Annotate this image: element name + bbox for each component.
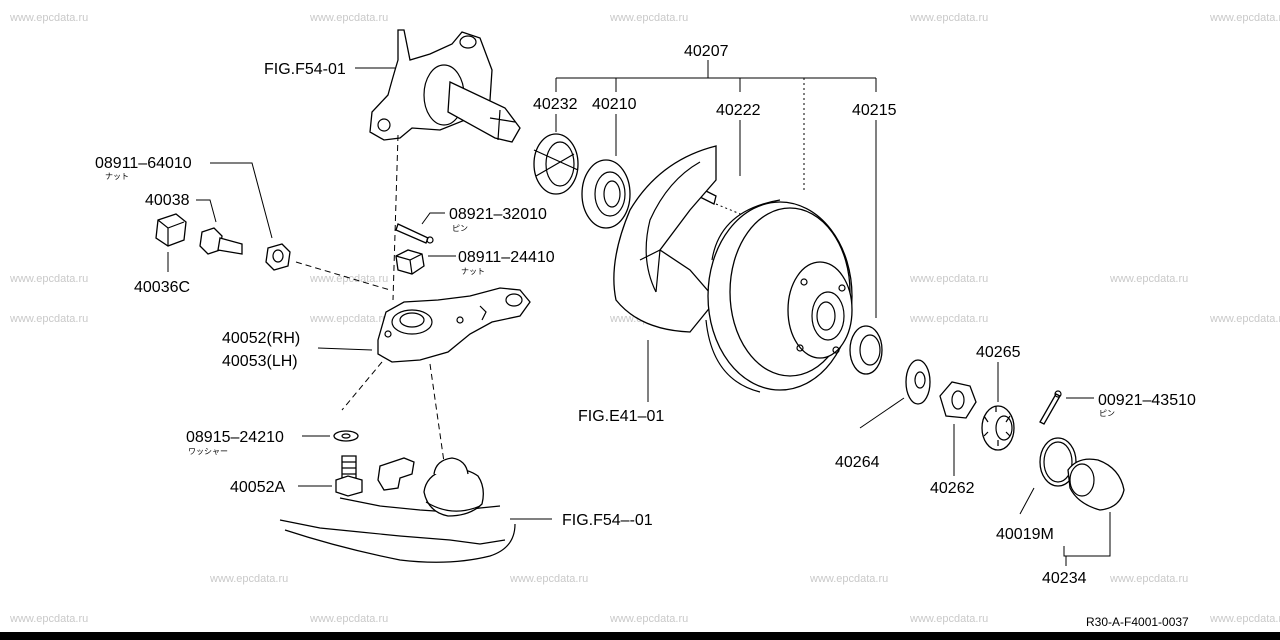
watermark: www.epcdata.ru: [9, 273, 88, 285]
part-40053lh-label: 40053(LH): [222, 353, 298, 370]
nut-64010: [265, 243, 291, 271]
watermark: www.epcdata.ru: [1109, 273, 1188, 285]
watermark: www.epcdata.ru: [1209, 313, 1280, 325]
leader-line: [421, 212, 445, 225]
part-40036c-label: 40036C: [134, 279, 190, 296]
leader-line: [1019, 487, 1035, 515]
nut-cap-40265: [981, 405, 1015, 451]
part-40232-label: 40232: [533, 96, 578, 113]
steering-knuckle: [369, 29, 521, 301]
part-40265-label: 40265: [976, 344, 1021, 361]
watermark: www.epcdata.ru: [9, 12, 88, 24]
part-00921-43510-label: 00921–43510: [1098, 392, 1196, 409]
assembly-line: [295, 261, 391, 291]
part-08915-24210-label: 08915–24210: [186, 429, 284, 446]
watermark: www.epcdata.ru: [909, 313, 988, 325]
nut-24410: [395, 249, 425, 275]
part-40222-label: 40222: [716, 102, 761, 119]
leader-line: [196, 199, 217, 223]
fig-f54-top-label: FIG.F54-01: [264, 61, 346, 78]
watermark: www.epcdata.ru: [309, 613, 388, 625]
leader-line: [317, 347, 373, 351]
hub-disc-rotor: [705, 199, 853, 393]
assembly-line: [341, 361, 383, 411]
part-08921-32010-sublabel: ピン: [452, 224, 468, 233]
lower-arm-ball-joint: [279, 457, 516, 563]
fig-f54-bottom-label: FIG.F54–-01: [562, 512, 653, 529]
watermark: www.epcdata.ru: [909, 273, 988, 285]
watermark: www.epcdata.ru: [1209, 613, 1280, 625]
watermark: www.epcdata.ru: [609, 12, 688, 24]
watermark: www.epcdata.ru: [9, 613, 88, 625]
part-40262-label: 40262: [930, 480, 975, 497]
part-08911-24410-label: 08911–24410: [458, 249, 555, 266]
cotter-pin-32010: [395, 223, 434, 244]
cotter-pin-43510: [1039, 390, 1062, 425]
bearing-40210: [581, 159, 631, 229]
grease-seal-40232: [533, 133, 579, 195]
watermark: www.epcdata.ru: [809, 573, 888, 585]
watermark: www.epcdata.ru: [9, 313, 88, 325]
part-40215-label: 40215: [852, 102, 897, 119]
watermark: www.epcdata.ru: [309, 12, 388, 24]
leader-line: [1063, 546, 1111, 557]
part-08911-24410-sublabel: ナット: [461, 267, 485, 276]
bearing-40215: [849, 325, 883, 375]
part-40052rh-label: 40052(RH): [222, 330, 300, 347]
leader-line: [859, 397, 905, 429]
hub-cap-40234: [1067, 458, 1125, 511]
kit-40207-label: 40207: [684, 43, 729, 60]
fig-e41-label: FIG.E41–01: [578, 408, 664, 425]
part-40264-label: 40264: [835, 454, 880, 471]
nut-40036c: [155, 213, 187, 247]
part-40210-label: 40210: [592, 96, 637, 113]
watermark: www.epcdata.ru: [509, 573, 588, 585]
part-08911-64010-sublabel: ナット: [105, 172, 129, 181]
assembly-line: [429, 363, 445, 463]
watermark: www.epcdata.ru: [609, 613, 688, 625]
drawing-code: R30-A-F4001-0037: [1086, 615, 1189, 629]
part-08921-32010-label: 08921–32010: [449, 206, 547, 223]
washer-40264: [905, 359, 931, 405]
watermark: www.epcdata.ru: [1209, 12, 1280, 24]
part-40052a-label: 40052A: [230, 479, 285, 496]
watermark: www.epcdata.ru: [309, 273, 388, 285]
bolt-40052a: [335, 455, 363, 497]
nut-40262: [939, 381, 977, 419]
watermark-layer: www.epcdata.ru www.epcdata.ru www.epcdat…: [9, 12, 1280, 625]
part-08911-64010-label: 08911–64010: [95, 155, 192, 172]
part-08915-24210-sublabel: ワッシャー: [188, 447, 228, 456]
watermark: www.epcdata.ru: [1109, 573, 1188, 585]
bolt-40038: [199, 227, 243, 255]
watermark: www.epcdata.ru: [909, 613, 988, 625]
bottom-bar: [0, 632, 1280, 640]
leader-line: [210, 162, 273, 239]
kit-40207-bracket: [555, 60, 877, 192]
part-40038-label: 40038: [145, 192, 190, 209]
part-00921-43510-sublabel: ピン: [1099, 409, 1115, 418]
part-40019m-label: 40019M: [996, 526, 1054, 543]
watermark: www.epcdata.ru: [309, 313, 388, 325]
part-40234-label: 40234: [1042, 570, 1087, 587]
washer-24210: [333, 430, 359, 442]
watermark: www.epcdata.ru: [909, 12, 988, 24]
watermark: www.epcdata.ru: [209, 573, 288, 585]
dust-shield: [613, 145, 717, 333]
steering-arm: [377, 287, 531, 363]
